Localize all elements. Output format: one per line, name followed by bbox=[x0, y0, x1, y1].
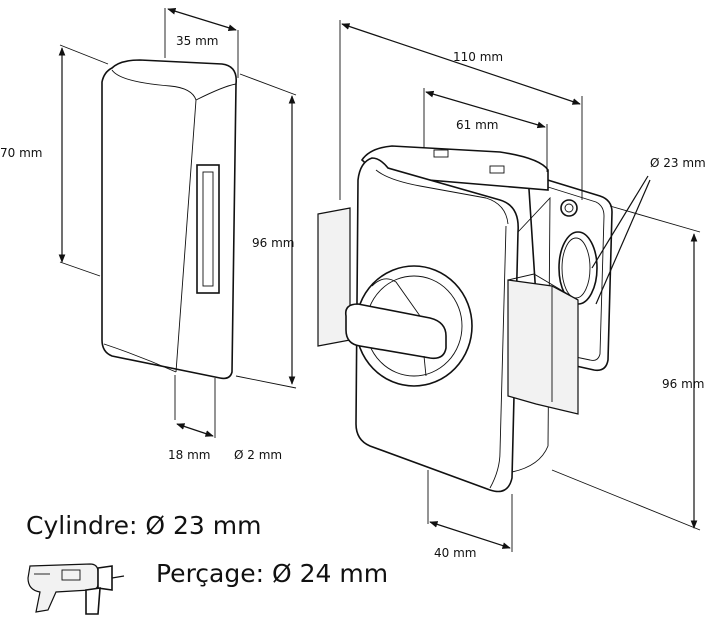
keeper-drawing bbox=[101, 59, 238, 380]
lock-bolt-right bbox=[507, 279, 579, 415]
lock-bottom-dimension: 40 mm bbox=[427, 470, 513, 560]
lock-height-label: 96 mm bbox=[662, 377, 704, 391]
keeper-height-label: 96 mm bbox=[252, 236, 294, 250]
keeper-height-left-dimension: 70 mm bbox=[0, 44, 109, 277]
keeper-bottom-dimension: 18 mm Ø 2 mm bbox=[168, 375, 282, 462]
lock-body-width-dimension: 61 mm bbox=[423, 88, 548, 172]
keeper-edge bbox=[111, 69, 197, 373]
lock-body-width-label: 61 mm bbox=[456, 118, 498, 132]
drill-icon bbox=[27, 563, 125, 615]
keeper-body bbox=[101, 59, 238, 380]
lock-width-dimension: 110 mm bbox=[339, 20, 583, 200]
keeper-depth-dimension: 35 mm bbox=[164, 8, 239, 78]
cylinder-spec: Cylindre: Ø 23 mm bbox=[26, 511, 261, 540]
keeper-height-left-label: 70 mm bbox=[0, 146, 42, 160]
lock-drawing bbox=[317, 145, 613, 493]
lock-screw bbox=[560, 199, 578, 217]
keeper-hole-label: Ø 2 mm bbox=[234, 448, 282, 462]
keeper-depth-label: 35 mm bbox=[176, 34, 218, 48]
keeper-slot bbox=[196, 164, 220, 294]
keeper-bottom-label: 18 mm bbox=[168, 448, 210, 462]
cylinder-callout: Ø 23 mm bbox=[591, 156, 706, 305]
lock-knob-handle bbox=[344, 303, 447, 360]
lock-height-dimension: 96 mm bbox=[551, 205, 704, 531]
drilling-spec: Perçage: Ø 24 mm bbox=[156, 559, 388, 588]
cylinder-diameter-label: Ø 23 mm bbox=[650, 156, 706, 170]
lock-top bbox=[360, 145, 549, 191]
lock-bottom-label: 40 mm bbox=[434, 546, 476, 560]
lock-width-label: 110 mm bbox=[453, 50, 503, 64]
keeper-height-dimension: 96 mm bbox=[235, 73, 297, 389]
